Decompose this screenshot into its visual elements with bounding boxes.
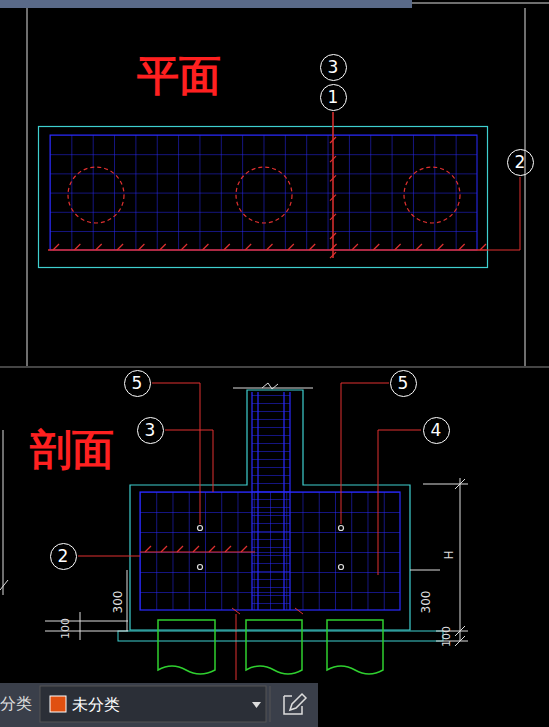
dimension: 300 xyxy=(111,591,125,614)
rebar-tick xyxy=(245,244,251,250)
rebar-tick xyxy=(224,244,230,250)
callout-number: 2 xyxy=(515,152,526,172)
rebar-tick xyxy=(138,244,144,250)
callout-circle: 4 xyxy=(423,417,450,444)
callout-circle: 3 xyxy=(320,54,347,81)
dropdown-value: 未分类 xyxy=(72,695,120,716)
rebar-tick xyxy=(177,546,183,552)
dimension: H xyxy=(442,550,456,559)
callout-circle: 1 xyxy=(320,84,347,111)
rebar-tick xyxy=(330,156,336,162)
callout-circle: 3 xyxy=(137,417,164,444)
callout-number: 3 xyxy=(145,420,156,440)
rebar-tick xyxy=(181,244,187,250)
toolbar-label: 分类 xyxy=(0,694,32,715)
rebar-tick xyxy=(330,214,336,220)
rebar-tick xyxy=(352,244,358,250)
callout-number: 3 xyxy=(328,57,339,77)
rebar-tick xyxy=(145,546,151,552)
callout-circle: 5 xyxy=(124,370,151,397)
rebar-tick xyxy=(96,244,102,250)
dimension: 100 xyxy=(440,626,453,647)
dimension: 300 xyxy=(419,591,433,614)
rebar-tick xyxy=(288,244,294,250)
view-title: 剖面 xyxy=(30,422,114,478)
rebar-tick xyxy=(225,546,231,552)
callout-number: 5 xyxy=(398,373,409,393)
rebar-tick xyxy=(309,244,315,250)
rebar-tick xyxy=(480,244,486,250)
rebar-tick xyxy=(395,244,401,250)
rebar-tick xyxy=(373,244,379,250)
rebar-tick xyxy=(161,546,167,552)
rebar-tick xyxy=(330,252,336,258)
view-title: 平面 xyxy=(137,48,221,104)
category-dropdown: 未分类 xyxy=(72,695,120,715)
rebar-tick xyxy=(330,195,336,201)
callout-circle: 2 xyxy=(507,149,534,176)
rebar-tick xyxy=(330,233,336,239)
callout-number: 5 xyxy=(132,373,143,393)
rebar-tick xyxy=(53,244,59,250)
rebar-tick xyxy=(202,244,208,250)
callout-number: 4 xyxy=(431,420,442,440)
rebar-tick xyxy=(74,244,80,250)
callout-circle: 2 xyxy=(50,543,77,570)
rebar-tick xyxy=(267,244,273,250)
rebar-tick xyxy=(193,546,199,552)
rebar-tick xyxy=(209,546,215,552)
rebar-tick xyxy=(330,137,336,143)
rebar-tick xyxy=(437,244,443,250)
rebar-tick xyxy=(416,244,422,250)
rebar-tick xyxy=(330,175,336,181)
callout-number: 2 xyxy=(58,546,69,566)
callout-circle: 5 xyxy=(390,370,417,397)
dimension: 100 xyxy=(59,618,72,639)
callout-number: 1 xyxy=(328,87,339,107)
rebar-tick xyxy=(117,244,123,250)
rebar-tick xyxy=(160,244,166,250)
rebar-tick xyxy=(241,546,247,552)
rebar-tick xyxy=(459,244,465,250)
